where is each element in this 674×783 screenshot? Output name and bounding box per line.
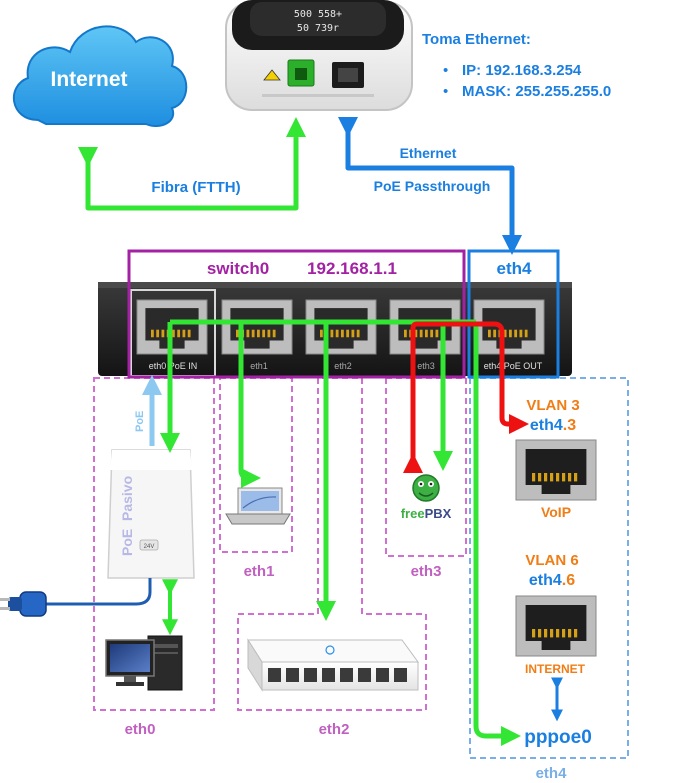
port-label-eth0: eth0 PoE IN [149, 361, 198, 371]
ont-device [225, 0, 413, 111]
zone-label-eth0: eth0 [125, 721, 156, 738]
cloud-icon [12, 25, 188, 127]
port-label-eth1: eth1 [250, 361, 268, 371]
network-switch-icon [247, 638, 419, 692]
switch-port [376, 668, 389, 682]
internet-port-label: INTERNET [525, 662, 586, 676]
switch-port [286, 668, 299, 682]
switch-port [394, 668, 407, 682]
power-plug-icon [0, 591, 47, 617]
ont-display-line1: 500 558+ [294, 9, 342, 20]
toma-ethernet-title: Toma Ethernet: [422, 31, 531, 48]
zone-label-eth1: eth1 [244, 563, 275, 580]
switch-port [340, 668, 353, 682]
vlan3-iface: eth4.3 [530, 417, 576, 434]
eth4-frame-label: eth4 [497, 259, 533, 278]
toma-mask-bullet-dot: • [443, 83, 448, 100]
laptop-icon [225, 487, 291, 525]
ont-display-line2: 50 739r [297, 23, 339, 34]
zone-eth2 [237, 377, 427, 711]
power-cable [40, 578, 152, 606]
poe-label: PoE [134, 411, 146, 432]
zone-label-eth3: eth3 [411, 563, 442, 580]
eth4-pppoe-link [473, 322, 521, 746]
ethernet-link [338, 116, 522, 255]
switch0-label: switch0 [207, 259, 269, 278]
port-label-eth3: eth3 [417, 361, 435, 371]
poe-injector [107, 449, 195, 579]
freepbx-logo [412, 474, 440, 502]
eth1-link [238, 322, 261, 488]
ethernet-label: Ethernet [400, 145, 457, 161]
vlan3-title: VLAN 3 [526, 397, 579, 414]
vlan3-iface-base: eth4 [530, 417, 563, 434]
freepbx-text: freePBX [401, 506, 452, 521]
voip-label: VoIP [541, 504, 571, 520]
freepbx-pbx: PBX [425, 506, 452, 521]
router-ports [136, 299, 545, 355]
voip-port-icon [515, 439, 597, 501]
vlan6-iface-base: eth4 [529, 572, 562, 589]
zone-eth4 [469, 377, 629, 759]
poe-injector-label: PoE Pasivo [119, 476, 135, 556]
vlan3-iface-suffix: .3 [563, 417, 576, 434]
vlan6-iface-suffix: .6 [562, 572, 575, 589]
router-port-eth4 [473, 299, 545, 355]
switch-port [304, 668, 317, 682]
switch-port [268, 668, 281, 682]
internet-label: Internet [50, 68, 127, 91]
poe-passthrough-label: PoE Passthrough [374, 178, 491, 194]
injector-badge: 24V [144, 544, 155, 550]
eth4-frame [467, 249, 560, 379]
desktop-pc-icon [105, 635, 183, 691]
fibra-label: Fibra (FTTH) [151, 179, 240, 196]
zone-label-eth2: eth2 [319, 721, 350, 738]
toma-ip: IP: 192.168.3.254 [462, 62, 582, 79]
port-label-eth2: eth2 [334, 361, 352, 371]
router-connections [160, 319, 529, 746]
switch0-ip: 192.168.1.1 [307, 259, 397, 278]
toma-mask: MASK: 255.255.255.0 [462, 83, 611, 100]
toma-ip-bullet-dot: • [443, 62, 448, 79]
internet-port-icon [515, 595, 597, 657]
switch-port [358, 668, 371, 682]
voip-rj45-icon [515, 439, 597, 501]
vlan6-title: VLAN 6 [525, 552, 578, 569]
vlan6-iface: eth4.6 [529, 572, 575, 589]
pppoe-label: pppoe0 [524, 727, 592, 748]
fibra-link [78, 117, 306, 211]
freepbx-free: free [401, 506, 425, 521]
internet-rj45-icon [515, 595, 597, 657]
port-label-eth4: eth4 PoE OUT [484, 361, 543, 371]
switch0-frame [127, 249, 466, 379]
router-port-eth1 [221, 299, 293, 355]
zone-eth3 [385, 377, 467, 557]
switch-ports [268, 668, 407, 682]
router-port-eth2 [305, 299, 377, 355]
zone-eth1 [219, 377, 293, 553]
zone-label-eth4: eth4 [536, 765, 568, 782]
vlan3-link [403, 321, 529, 474]
router-port-eth3 [389, 299, 461, 355]
switch-port [322, 668, 335, 682]
